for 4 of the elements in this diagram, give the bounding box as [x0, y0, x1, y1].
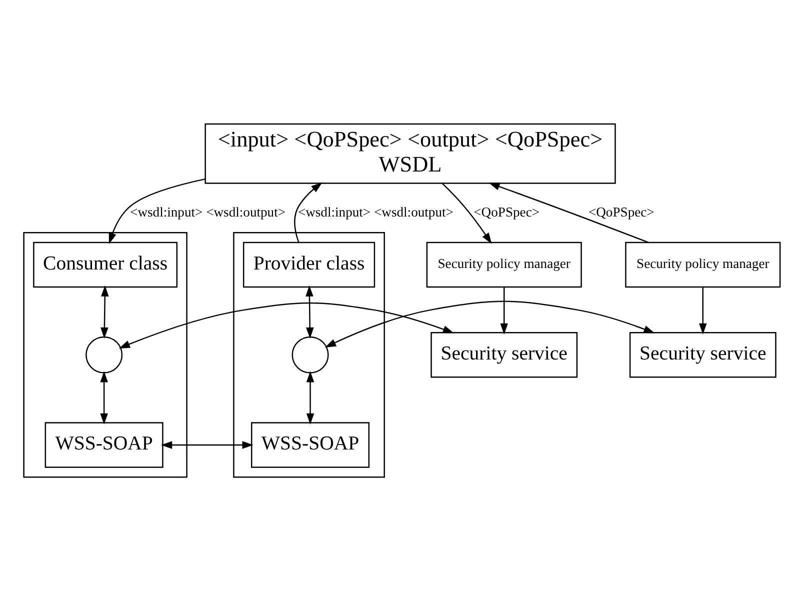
edge-label: <QoPSpec>: [473, 204, 540, 219]
edge-label: <wsdl:input> <wsdl:output>: [130, 204, 286, 219]
edge-label: <QoPSpec>: [588, 204, 654, 219]
edge-label: <wsdl:input> <wsdl:output>: [297, 204, 453, 219]
